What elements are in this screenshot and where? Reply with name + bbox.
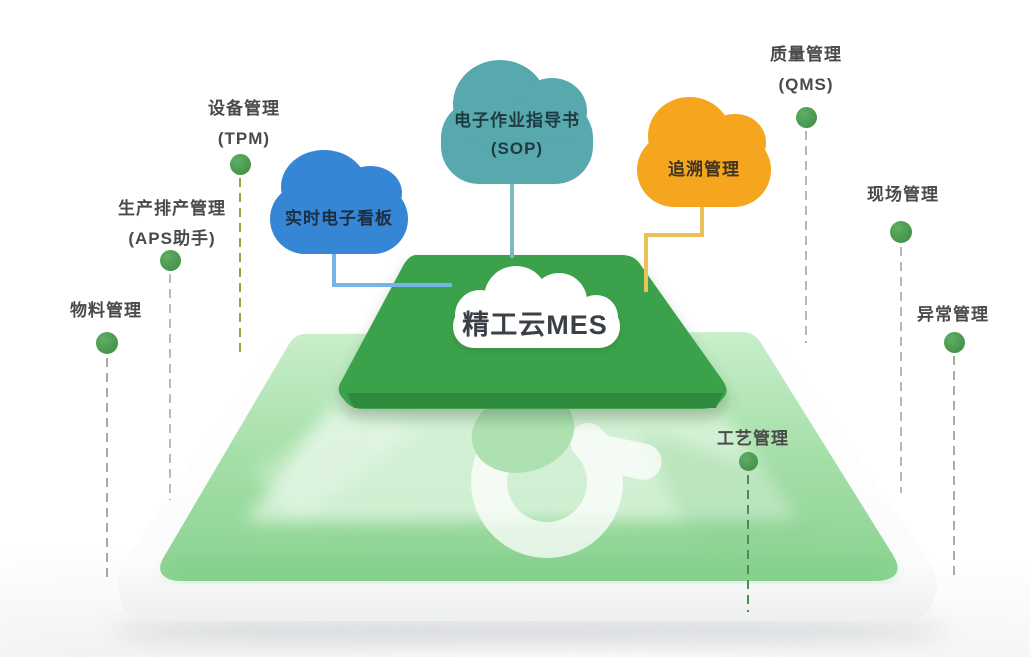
- module-scheduling-title: 生产排产管理: [118, 199, 226, 218]
- surface-streak-right: [640, 430, 822, 560]
- connector-dot-scheduling: [160, 250, 181, 271]
- module-quality-sub: (QMS): [778, 75, 834, 94]
- module-label-quality: 质量管理 (QMS): [744, 40, 868, 100]
- surface-front-shade: [165, 558, 895, 578]
- module-label-materials: 物料管理: [48, 296, 164, 326]
- connector-blue: [332, 246, 452, 287]
- module-label-process: 工艺管理: [698, 424, 808, 454]
- module-scheduling-sub: (APS助手): [128, 229, 216, 248]
- module-label-abnormal: 异常管理: [898, 300, 1008, 330]
- connector-dot-abnormal: [944, 332, 965, 353]
- connector-dash-onsite: [900, 247, 902, 493]
- module-equipment-sub: (TPM): [217, 129, 271, 148]
- connector-dot-process: [739, 452, 758, 471]
- module-label-equipment: 设备管理 (TPM): [180, 94, 308, 154]
- mes-cloud: [453, 266, 620, 348]
- cloud-sop: 电子作业指导书 (SOP): [441, 59, 593, 184]
- module-quality-title: 质量管理: [770, 45, 842, 64]
- connector-dash-materials: [106, 358, 108, 578]
- connector-dot-quality: [796, 107, 817, 128]
- mes-platform-label: 精工云MES: [462, 310, 608, 340]
- g-logo: [471, 391, 662, 558]
- connector-dot-onsite: [890, 221, 912, 243]
- cloud-realtime-kanban: 实时电子看板: [270, 150, 408, 254]
- cloud-sop-sublabel: (SOP): [490, 139, 544, 158]
- module-label-onsite: 现场管理: [844, 180, 962, 210]
- connector-dash-process: [747, 475, 749, 612]
- connector-dash-scheduling: [169, 274, 171, 500]
- cloud-traceability-label: 追溯管理: [668, 160, 740, 179]
- connector-dot-materials: [96, 332, 118, 354]
- connector-yellow: [644, 200, 704, 292]
- cloud-sop-label: 电子作业指导书: [454, 111, 580, 130]
- connector-dash-abnormal: [953, 356, 955, 578]
- module-materials-title: 物料管理: [70, 301, 142, 320]
- connector-dot-equipment: [230, 154, 251, 175]
- base-shadow: [110, 615, 950, 647]
- module-abnormal-title: 异常管理: [917, 305, 989, 324]
- mes-platform-rim: [347, 393, 723, 408]
- connector-dash-equipment: [239, 178, 241, 358]
- cloud-traceability: 追溯管理: [637, 97, 771, 207]
- module-process-title: 工艺管理: [717, 429, 789, 448]
- surface-streak-left: [250, 405, 420, 520]
- module-equipment-title: 设备管理: [208, 99, 280, 118]
- module-onsite-title: 现场管理: [867, 185, 939, 204]
- module-label-scheduling: 生产排产管理 (APS助手): [92, 194, 252, 254]
- connector-dash-quality: [805, 131, 807, 343]
- cloud-realtime-kanban-label: 实时电子看板: [285, 209, 393, 228]
